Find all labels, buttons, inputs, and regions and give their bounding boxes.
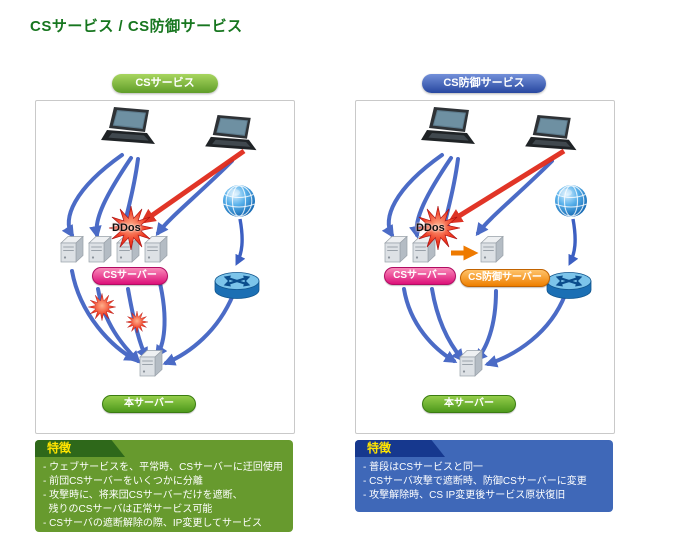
cs-defense-features-box: 特徴 - 普段はCSサービスと同一 - CSサーバ攻撃で遮断時、防御CSサーバー… — [355, 440, 613, 512]
feature-line: - 普段はCSサービスと同一 — [363, 462, 483, 473]
laptop-icon — [525, 115, 577, 151]
features-header: 特徴 — [355, 440, 445, 457]
cs-defense-diagram — [381, 107, 592, 377]
blocked-burst-icon — [125, 310, 149, 334]
page-title: CSサービス / CS防御サービス — [30, 18, 243, 35]
features-list: - 普段はCSサービスと同一 - CSサーバ攻撃で遮断時、防御CSサーバーに変更… — [363, 461, 609, 503]
router-icon — [214, 272, 260, 299]
globe-icon — [554, 184, 588, 218]
ddos-attack-arrow — [140, 148, 246, 224]
cs-defense-service-badge: CS防御サービス — [422, 74, 546, 93]
cs-service-features-box: 特徴 - ウェブサービスを、平常時、CSサーバーに迂回使用 - 前団CSサーバー… — [35, 440, 293, 532]
laptop-icon — [101, 107, 155, 144]
cs-service-badge: CSサービス — [112, 74, 218, 93]
origin-server-pill: 本サーバー — [422, 395, 516, 413]
cs-server-icon — [88, 236, 112, 263]
origin-server-pill: 本サーバー — [102, 395, 196, 413]
feature-line: - 攻撃時に、将来団CSサーバーだけを遮断、 — [43, 490, 243, 501]
ddos-label: DDos — [416, 222, 445, 234]
cs-service-panel: DDos CSサーバー 本サーバー — [35, 100, 295, 434]
origin-server-icon — [459, 350, 483, 377]
feature-line: - 前団CSサーバーをいくつかに分離 — [43, 476, 203, 487]
feature-line: - ウェブサービスを、平常時、CSサーバーに迂回使用 — [43, 462, 283, 473]
laptop-icon — [421, 107, 475, 144]
origin-server-icon — [139, 350, 163, 377]
client-traffic-arrows — [381, 153, 554, 239]
globe-to-router-arrow — [235, 218, 246, 266]
feature-line: - 攻撃解除時、CS IP変更後サービス原状復旧 — [363, 490, 566, 501]
server-to-origin-arrows — [402, 287, 567, 368]
globe-to-router-arrow — [568, 218, 579, 266]
globe-icon — [222, 184, 256, 218]
cs-server-icon — [384, 236, 408, 263]
feature-line: 残りのCSサーバは正常サービス可能 — [43, 504, 213, 515]
cs-server-pill: CSサーバー — [92, 267, 168, 285]
defense-server-icon — [480, 236, 504, 263]
cs-defense-panel: DDos CSサーバー CS防御サーバー 本サーバー — [355, 100, 615, 434]
ddos-attack-arrow — [447, 148, 566, 224]
features-list: - ウェブサービスを、平常時、CSサーバーに迂回使用 - 前団CSサーバーをいく… — [43, 461, 289, 531]
features-header: 特徴 — [35, 440, 125, 457]
defense-server-pill: CS防御サーバー — [460, 269, 550, 287]
client-traffic-arrows — [61, 153, 234, 239]
cs-server-icon — [60, 236, 84, 263]
cs-service-diagram — [60, 107, 260, 377]
feature-line: - CSサーバの遮断解除の際、IP変更してサービス — [43, 518, 263, 529]
laptop-icon — [205, 115, 257, 151]
cs-server-icon — [144, 236, 168, 263]
feature-line: - CSサーバ攻撃で遮断時、防御CSサーバーに変更 — [363, 476, 587, 487]
cs-server-pill: CSサーバー — [384, 267, 456, 285]
ddos-label: DDos — [112, 222, 141, 234]
router-icon — [546, 272, 592, 299]
